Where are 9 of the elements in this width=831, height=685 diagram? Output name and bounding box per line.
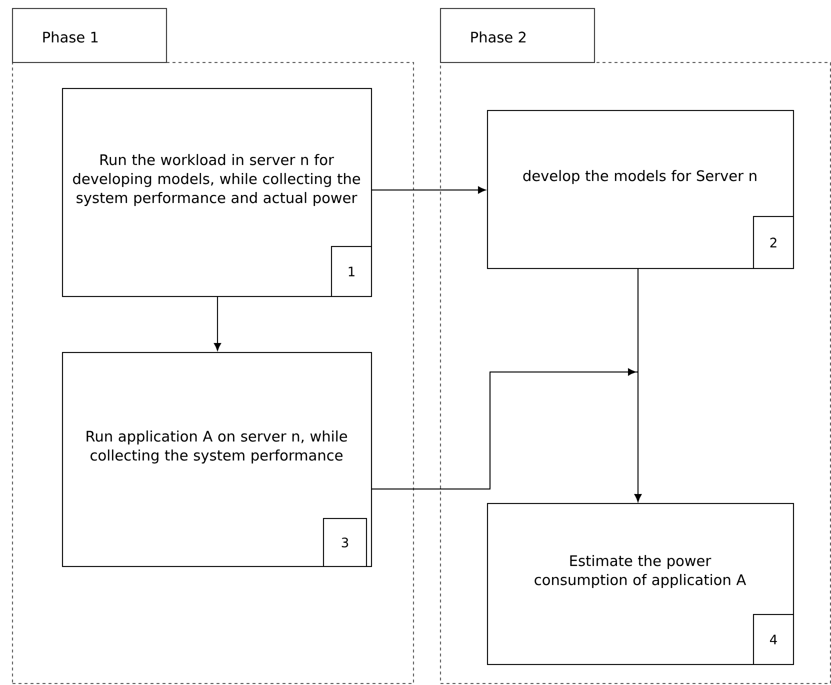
node-label: Phase 1 [43,31,98,43]
step-number: 2 [753,216,794,269]
step-number: 4 [753,614,794,665]
step-number: 1 [331,246,372,297]
step-number: 3 [323,518,367,567]
node-label: Phase 2 [471,31,526,43]
arrow [370,368,642,502]
arrow [372,186,486,194]
arrow [214,296,222,351]
